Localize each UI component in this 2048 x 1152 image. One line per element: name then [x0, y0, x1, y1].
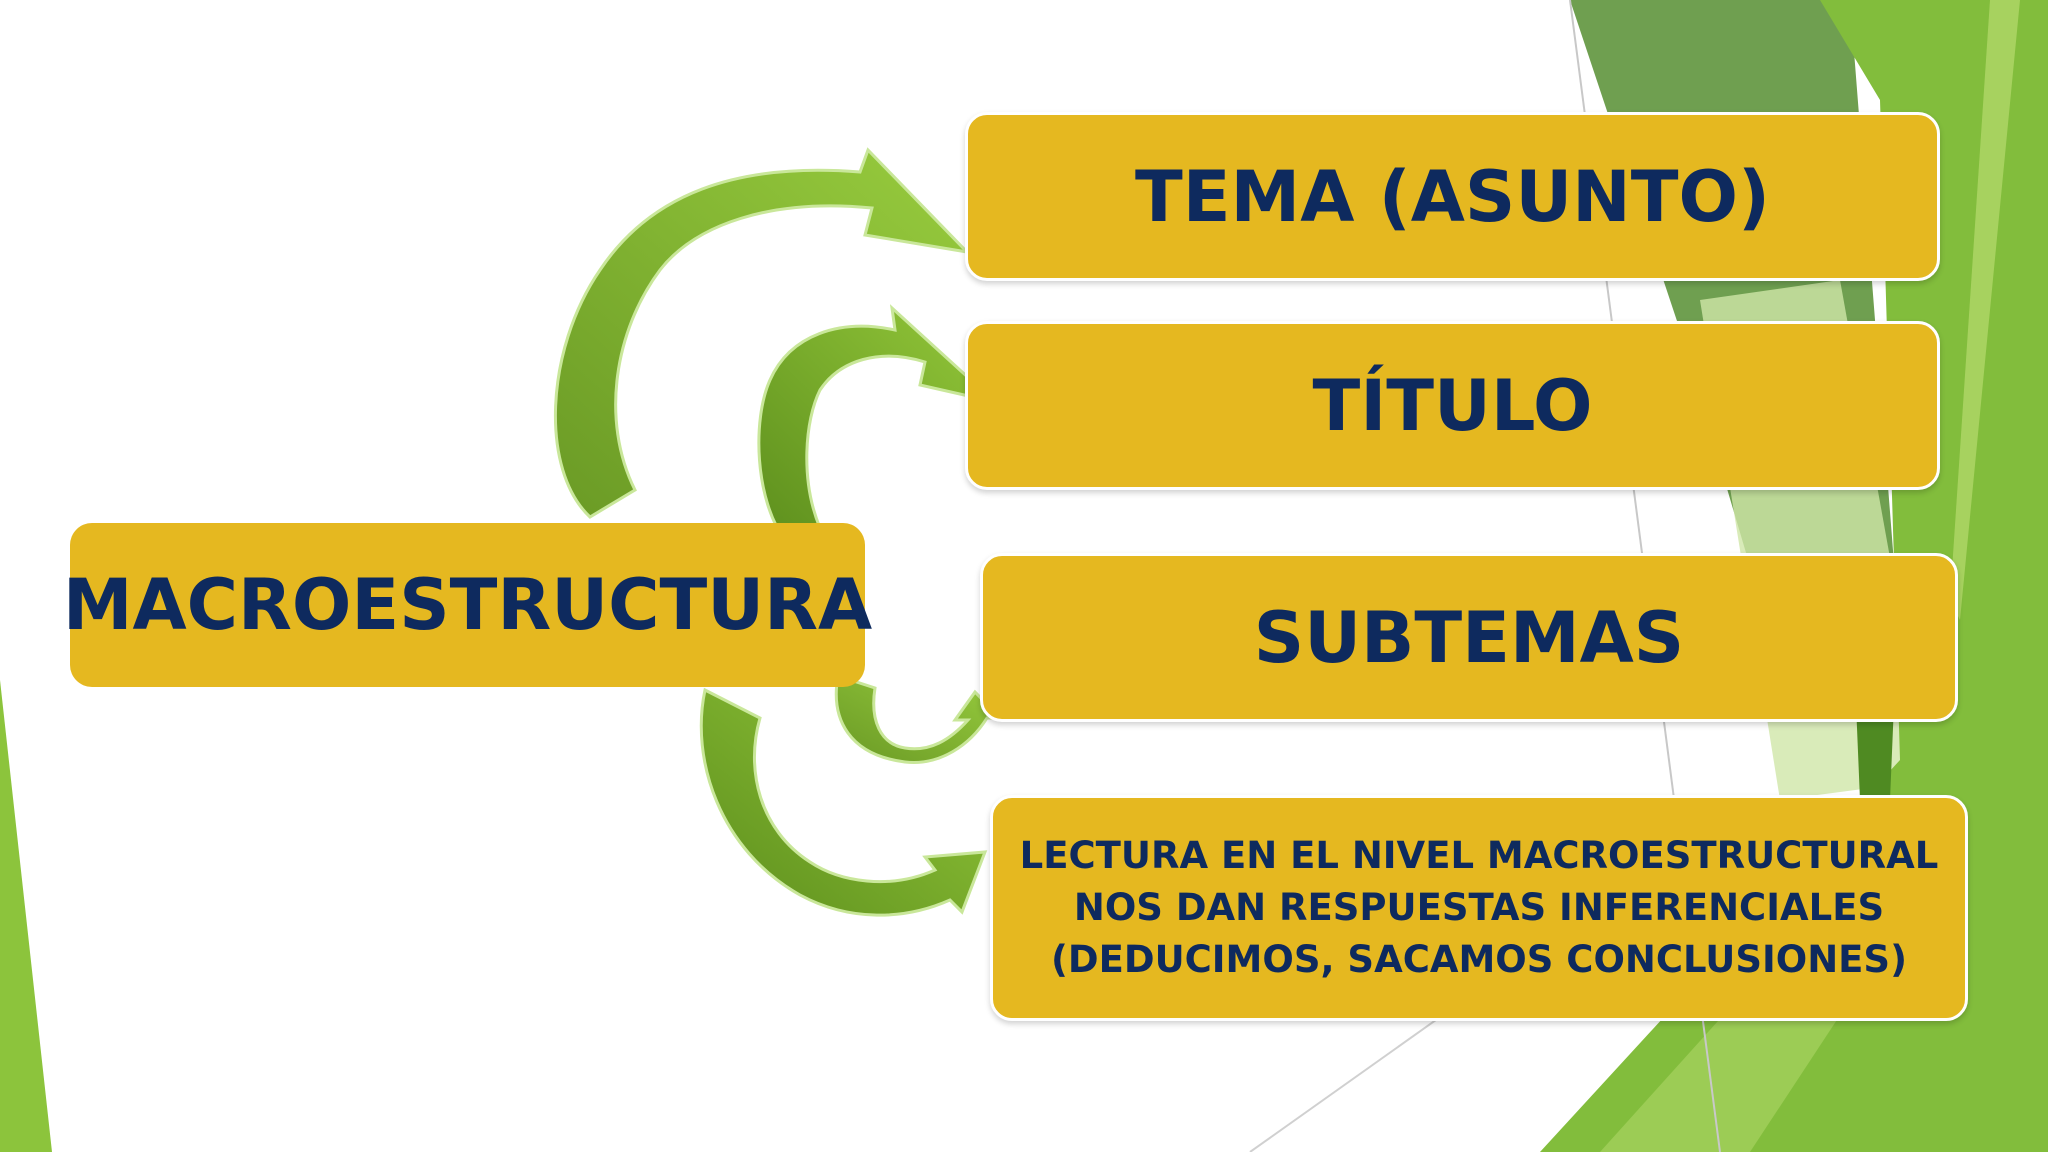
arrow-to-subtemas — [834, 674, 1004, 764]
node-lectura: LECTURA EN EL NIVEL MACROESTRUCTURAL NOS… — [990, 795, 1968, 1021]
node-titulo: TÍTULO — [965, 321, 1940, 490]
bg-right-thin-highlight — [1950, 0, 2020, 620]
bg-left-green-wedge — [0, 680, 52, 1152]
node-tema: TEMA (ASUNTO) — [965, 112, 1940, 281]
bg-thin-line-2 — [1249, 1009, 1451, 1152]
lectura-line-2: NOS DAN RESPUESTAS INFERENCIALES — [1073, 886, 1885, 929]
node-macroestructura: MACROESTRUCTURA — [63, 523, 872, 687]
node-subtemas: SUBTEMAS — [980, 553, 1958, 722]
lectura-line-3: (DEDUCIMOS, SACAMOS CONCLUSIONES) — [1050, 938, 1907, 981]
arrow-to-lectura — [699, 687, 988, 917]
lectura-line-1: LECTURA EN EL NIVEL MACROESTRUCTURAL — [1019, 834, 1939, 877]
arrow-to-tema — [553, 147, 972, 519]
arrow-to-titulo — [757, 304, 1001, 542]
